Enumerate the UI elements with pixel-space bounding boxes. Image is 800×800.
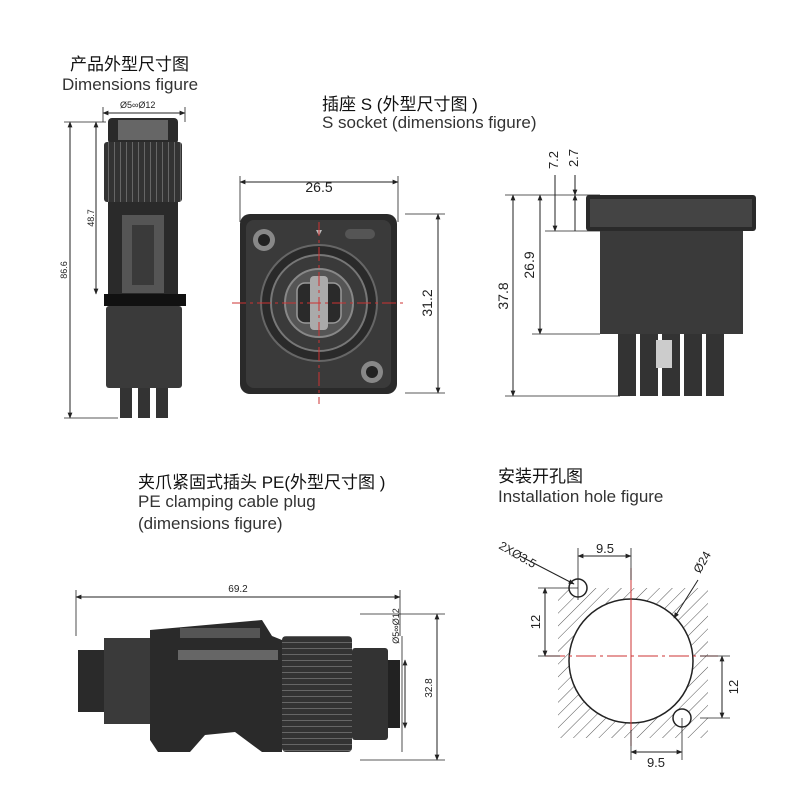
side-dim-1: 7.2 [546,151,561,169]
side-height-1: 26.9 [521,251,537,278]
hole-title-en: Installation hole figure [498,487,664,506]
pe-title-cn: 夹爪紧固式插头 PE(外型尺寸图 ) [138,473,386,492]
pe-length-dim: 69.2 [228,584,248,595]
hole-right-dim: 12 [726,680,741,694]
product-cable-dim: Ø5∞Ø12 [120,100,155,110]
product-height-1: 48.7 [86,209,96,227]
product-title-cn: 产品外型尺寸图 [70,55,189,74]
side-dim-2: 2.7 [566,149,581,167]
socket-title-en: S socket (dimensions figure) [322,113,537,132]
socket-title-cn: 插座 S (外型尺寸图 ) [322,95,478,114]
socket-height-dim: 31.2 [419,289,435,316]
hole-title-cn: 安装开孔图 [498,467,583,486]
pe-title-en-2: (dimensions figure) [138,514,283,533]
pe-title-en-1: PE clamping cable plug [138,492,316,511]
hole-left-dim: 12 [528,615,543,629]
pe-cable-dim: Ø5∞Ø12 [391,608,401,643]
hole-small-label: 2XØ3.5 [497,538,540,571]
socket-side-drawing: 7.2 2.7 26.9 37.8 [495,149,756,397]
socket-front-drawing: 26.5 31.2 [232,176,445,404]
hole-top-dim: 9.5 [596,541,614,556]
pe-plug-drawing: 69.2 Ø5∞Ø12 32.8 [75,584,445,761]
product-height-2: 86.6 [59,261,69,279]
hole-bottom-dim: 9.5 [647,755,665,770]
socket-width-dim: 26.5 [305,179,332,195]
hole-big-label: Ø24 [690,549,714,576]
install-hole-drawing: 9.5 9.5 12 12 2XØ3.5 Ø24 [497,538,742,770]
product-plug-drawing: Ø5∞Ø12 48.7 86.6 [59,100,186,419]
pe-height-dim: 32.8 [424,678,435,698]
side-height-2: 37.8 [495,282,511,309]
product-title-en: Dimensions figure [62,75,199,94]
